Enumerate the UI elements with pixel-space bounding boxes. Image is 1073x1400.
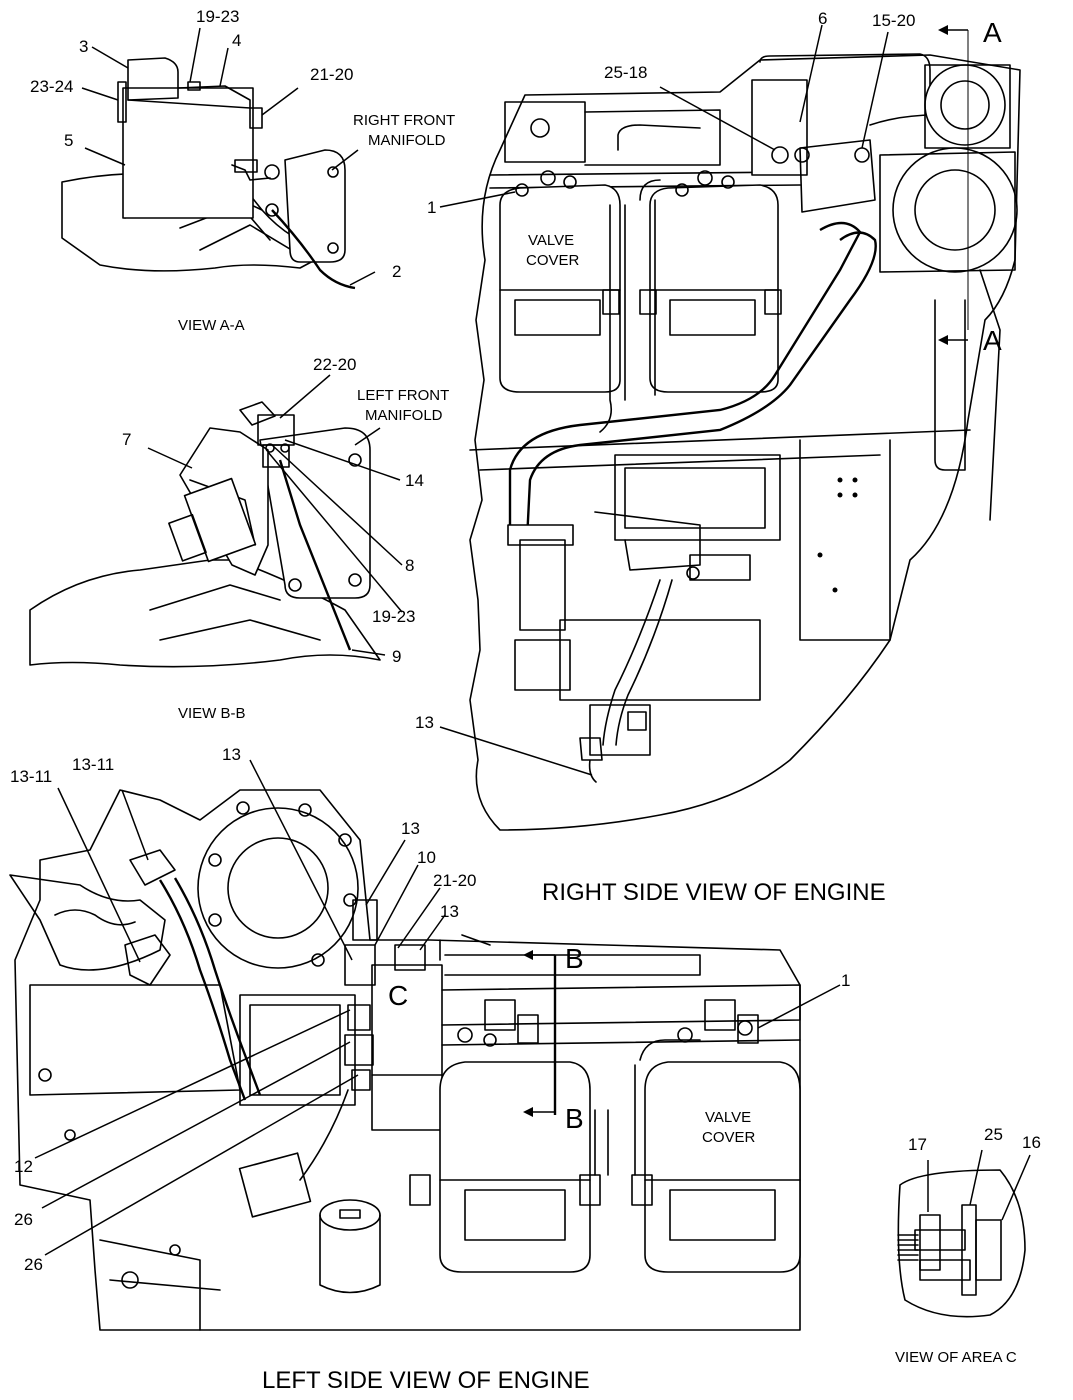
callout-12: 12 <box>14 1157 33 1176</box>
callout-2: 2 <box>392 262 401 281</box>
callout-1-left: 1 <box>841 971 850 990</box>
left-side-title: LEFT SIDE VIEW OF ENGINE <box>262 1367 590 1394</box>
callout-25: 25 <box>984 1125 1003 1144</box>
callout-17: 17 <box>908 1135 927 1154</box>
callout-13-11-a: 13-11 <box>10 767 52 786</box>
callout-13-a: 13 <box>222 745 241 764</box>
callout-13-right: 13 <box>415 713 434 732</box>
text-labels: VIEW A-A VIEW B-B RIGHT SIDE VIEW OF ENG… <box>10 7 1041 1394</box>
callout-25-18: 25-18 <box>604 63 647 82</box>
callout-23-24: 23-24 <box>30 77 73 96</box>
section-marker-a-top: A <box>983 17 1002 48</box>
callout-9: 9 <box>392 647 401 666</box>
callout-13-11-b: 13-11 <box>72 755 114 774</box>
view-bb-title: VIEW B-B <box>178 705 246 722</box>
right-front-manifold-label-1: RIGHT FRONT <box>353 112 455 129</box>
callout-7: 7 <box>122 430 131 449</box>
section-marker-c: C <box>388 980 408 1011</box>
section-marker-b-bottom: B <box>565 1103 584 1134</box>
callout-26-a: 26 <box>14 1210 33 1229</box>
view-aa-drawing <box>61 57 356 290</box>
callout-15-20: 15-20 <box>872 11 915 30</box>
callout-8: 8 <box>405 556 414 575</box>
callout-21-20-left: 21-20 <box>433 871 476 890</box>
callout-19-23-aa: 19-23 <box>196 7 239 26</box>
leader-lines <box>34 24 889 1256</box>
callout-14: 14 <box>405 471 424 490</box>
callout-5: 5 <box>64 131 73 150</box>
valve-cover-left-label-1: VALVE <box>705 1109 751 1126</box>
callout-13-b: 13 <box>401 819 420 838</box>
right-front-manifold-label-2: MANIFOLD <box>368 132 446 149</box>
callout-3: 3 <box>79 37 88 56</box>
callout-26-b: 26 <box>24 1255 43 1274</box>
right-side-title: RIGHT SIDE VIEW OF ENGINE <box>542 879 886 906</box>
view-bb-drawing <box>29 401 381 668</box>
view-c-title: VIEW OF AREA C <box>895 1349 1017 1366</box>
right-side-engine-drawing <box>469 30 1021 831</box>
valve-cover-left-label-2: COVER <box>702 1129 756 1146</box>
callout-4: 4 <box>232 31 241 50</box>
left-front-manifold-label-1: LEFT FRONT <box>357 387 449 404</box>
left-front-manifold-label-2: MANIFOLD <box>365 407 443 424</box>
section-marker-b-top: B <box>565 943 584 974</box>
section-arrows <box>523 25 968 1117</box>
callout-10: 10 <box>417 848 436 867</box>
callout-6: 6 <box>818 9 827 28</box>
callout-19-23-bb: 19-23 <box>372 607 415 626</box>
callout-16: 16 <box>1022 1133 1041 1152</box>
valve-cover-right-label-1: VALVE <box>528 232 574 249</box>
callout-22-20: 22-20 <box>313 355 356 374</box>
valve-cover-right-label-2: COVER <box>526 252 580 269</box>
left-side-engine-drawing <box>9 789 801 1331</box>
callout-13-c: 13 <box>440 902 459 921</box>
callout-21-20-aa: 21-20 <box>310 65 353 84</box>
section-marker-a-bottom: A <box>983 325 1002 356</box>
view-c-detail <box>897 1149 1031 1318</box>
view-aa-title: VIEW A-A <box>178 317 245 334</box>
callout-1-right: 1 <box>427 198 436 217</box>
